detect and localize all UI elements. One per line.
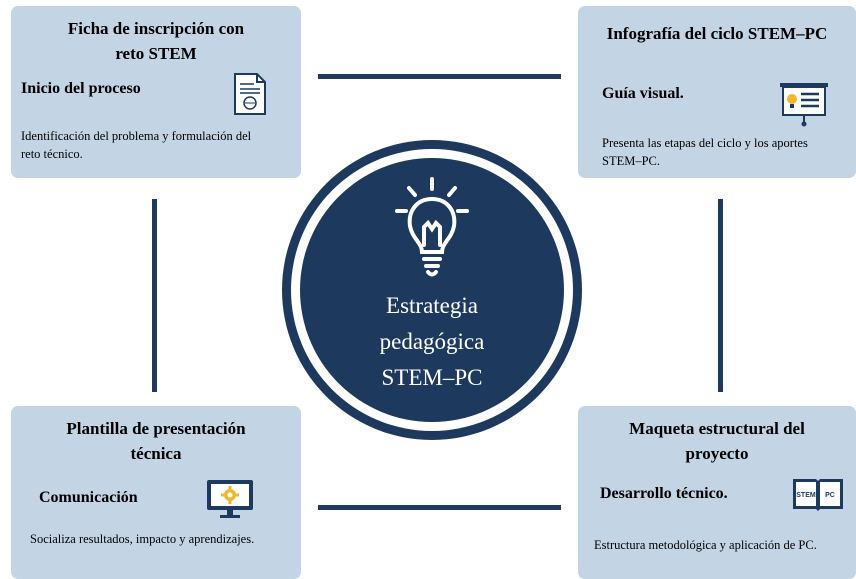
- card-title-line: proyecto: [685, 444, 749, 463]
- connector-left: [152, 199, 157, 392]
- center-text-line: STEM–PC: [381, 365, 483, 390]
- lightbulb-icon: [395, 177, 469, 277]
- card-description-line: Socializa resultados, impacto y aprendiz…: [30, 532, 255, 546]
- center-circle: [300, 158, 564, 422]
- card-title-line: reto STEM: [115, 44, 197, 63]
- card-description: Socializa resultados, impacto y aprendiz…: [30, 530, 300, 548]
- connector-top: [318, 74, 561, 79]
- card-title-line: Ficha de inscripción con: [67, 19, 245, 38]
- card-description-line: reto técnico.: [21, 147, 83, 161]
- card-title-line: Plantilla de presentación: [66, 419, 246, 438]
- presentation-board-icon: [780, 83, 828, 127]
- connector-bottom: [318, 505, 561, 510]
- card-title: Plantilla de presentación técnica: [11, 416, 301, 466]
- card-structural-model: Maqueta estructural del proyecto Desarro…: [578, 406, 856, 579]
- center-text-line: Estrategia: [386, 293, 478, 318]
- card-description-line: STEM–PC.: [602, 154, 661, 168]
- card-description: Estructura metodológica y aplicación de …: [594, 536, 854, 554]
- card-subtitle: Guía visual.: [602, 85, 684, 102]
- card-title: Ficha de inscripción con reto STEM: [11, 16, 301, 66]
- book-icon: STEM PC: [793, 479, 843, 511]
- card-description-line: Identificación del problema y formulació…: [21, 129, 252, 143]
- monitor-gear-icon: [207, 480, 253, 518]
- card-title-line: técnica: [130, 444, 182, 463]
- card-presentation-template: Plantilla de presentación técnica Comuni…: [11, 406, 301, 579]
- card-description-line: Presenta las etapas del ciclo y los apor…: [602, 136, 808, 150]
- document-icon: [234, 73, 266, 115]
- card-cycle-infographic: Infografía del ciclo STEM–PC Guía visual…: [578, 6, 856, 178]
- card-subtitle: Inicio del proceso: [21, 80, 141, 97]
- card-registration-form: Ficha de inscripción con reto STEM Inici…: [11, 6, 301, 178]
- book-icon-text-right: PC: [825, 492, 835, 499]
- card-subtitle: Desarrollo técnico.: [600, 485, 728, 502]
- card-description-line: Estructura metodológica y aplicación de …: [594, 538, 817, 552]
- card-title-line: Maqueta estructural del: [629, 419, 805, 438]
- card-description: Identificación del problema y formulació…: [21, 127, 296, 163]
- card-subtitle: Comunicación: [39, 489, 138, 506]
- card-description: Presenta las etapas del ciclo y los apor…: [602, 134, 852, 170]
- card-title-line: Infografía del ciclo STEM–PC: [606, 24, 828, 43]
- card-title: Infografía del ciclo STEM–PC: [578, 21, 856, 46]
- card-title: Maqueta estructural del proyecto: [578, 416, 856, 466]
- connector-right: [718, 199, 723, 392]
- book-icon-text-left: STEM: [796, 492, 816, 499]
- center-text-line: pedagógica: [379, 329, 485, 354]
